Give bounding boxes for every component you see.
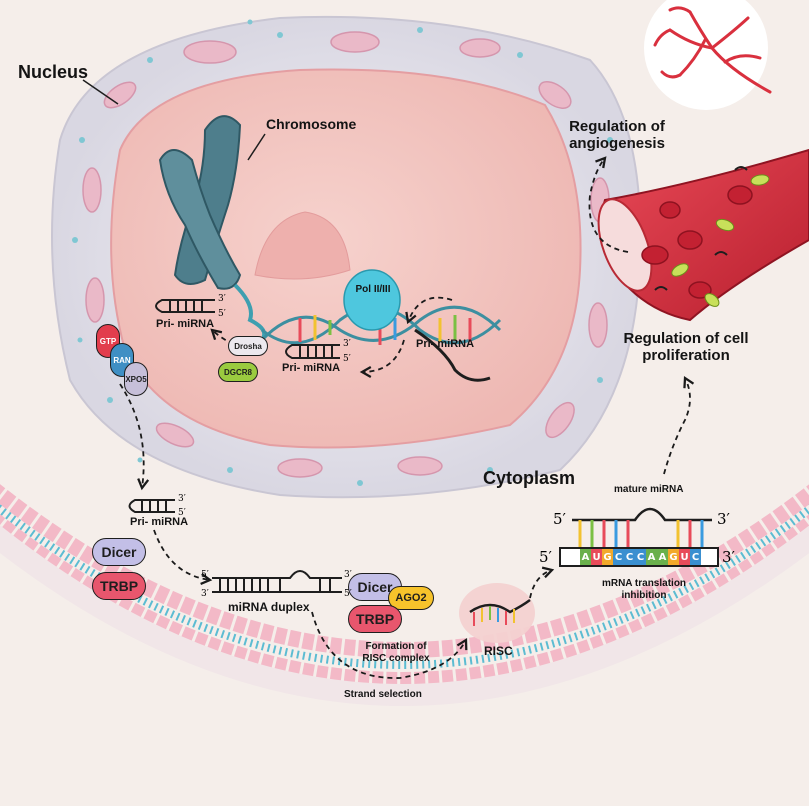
pathway-arrows xyxy=(119,156,695,679)
nucleotide: U xyxy=(679,549,690,565)
blood-vessel xyxy=(597,148,809,322)
hairpins xyxy=(128,299,342,593)
prime-label: 3′ xyxy=(201,589,209,599)
pol-label: Pol II/III xyxy=(355,284,391,295)
angiogenesis-inset xyxy=(644,0,772,110)
proliferation-label: Regulation of cell proliferation xyxy=(623,330,749,365)
trbp-protein: TRBP xyxy=(92,572,146,600)
callout-lines xyxy=(82,79,266,161)
prime-label: 5′ xyxy=(218,309,226,319)
pri-mirna-label-3: Pri- miRNA xyxy=(416,338,475,350)
prime-label: 5′ xyxy=(553,510,566,528)
prime-label: 3′ xyxy=(178,494,186,504)
trbp-risc-protein: TRBP xyxy=(348,605,402,633)
ran-protein: RAN xyxy=(110,343,134,377)
dicer-protein: Dicer xyxy=(92,538,146,566)
nucleus-label: Nucleus xyxy=(18,62,89,82)
prime-label: 5′ xyxy=(178,508,186,518)
pri-mirna-strand xyxy=(414,328,491,382)
risc-label: RISC xyxy=(484,644,513,658)
pri-mirna-label-2: Pri- miRNA xyxy=(282,362,341,374)
nucleotide: A xyxy=(657,549,668,565)
prime-label: 3′ xyxy=(717,510,730,528)
nucleotide: U xyxy=(591,549,602,565)
xpo5-protein: XPO5 xyxy=(124,362,148,396)
chromosome-label: Chromosome xyxy=(266,116,357,132)
dgcr8-protein: DGCR8 xyxy=(218,362,258,382)
mirna-duplex-label: miRNA duplex xyxy=(228,600,310,614)
mature-mirna-label: mature miRNA xyxy=(614,484,684,495)
nucleotide: C xyxy=(613,549,624,565)
prime-label: 5′ xyxy=(344,589,352,599)
nucleolus xyxy=(254,211,351,280)
chromosome xyxy=(158,115,267,342)
prime-label: 3′ xyxy=(344,570,352,580)
nucleotide: G xyxy=(602,549,613,565)
nucleus xyxy=(51,15,642,499)
nucleotide: A xyxy=(580,549,591,565)
nucleotide: G xyxy=(668,549,679,565)
nucleotide: C xyxy=(624,549,635,565)
drosha-protein: Drosha xyxy=(228,336,268,356)
ago2-protein: AGO2 xyxy=(388,586,434,610)
strand-selection-label: Strand selection xyxy=(344,689,422,700)
prime-label: 3′ xyxy=(343,339,351,349)
prime-label: 5′ xyxy=(343,354,351,364)
nucleotide: C xyxy=(635,549,646,565)
prime-label: 3′ xyxy=(722,548,735,566)
risc-formation-label: Formation of RISC complex xyxy=(362,641,430,664)
pri-mirna-label-4: Pri- miRNA xyxy=(130,516,189,528)
prime-label: 5′ xyxy=(201,570,209,580)
nuclear-dots xyxy=(72,19,621,486)
translation-inhibition-label: mRNA translation inhibition xyxy=(601,578,687,601)
nucleotide: C xyxy=(690,549,701,565)
risc-complex xyxy=(459,583,535,643)
angiogenesis-label: Regulation of angiogenesis xyxy=(569,118,665,153)
prime-label: 5′ xyxy=(539,548,552,566)
nucleotide: A xyxy=(646,549,657,565)
pri-mirna-label-1: Pri- miRNA xyxy=(156,318,215,330)
prime-label: 3′ xyxy=(218,294,226,304)
cytoplasm-label: Cytoplasm xyxy=(483,468,576,488)
polymerase xyxy=(343,269,401,331)
